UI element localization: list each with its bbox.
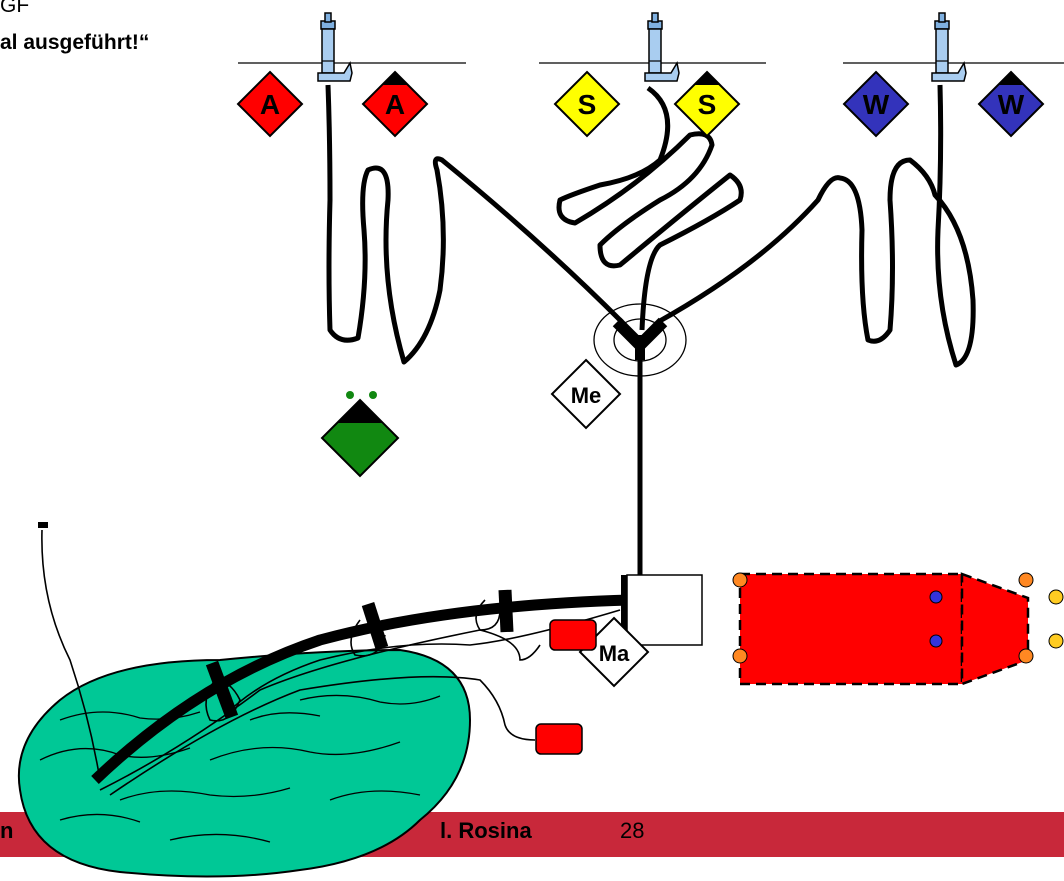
pump-box	[626, 574, 703, 646]
sign-me-label: Me	[571, 383, 602, 408]
sign-a-left: A	[236, 70, 304, 138]
footer-author: l. Rosina	[440, 818, 532, 843]
sign-w-right: W	[977, 70, 1045, 138]
sign-s-left: S	[553, 70, 621, 138]
footer-left-text: n	[0, 818, 14, 843]
pond-ripples	[39, 694, 441, 843]
sign-s-right: S	[673, 70, 741, 138]
hose-s	[556, 85, 744, 331]
sign-me: Me	[550, 358, 622, 430]
header-line-2: al ausgeführt!“	[0, 31, 150, 54]
hydrant-s	[644, 12, 680, 82]
water-source-pond	[17, 648, 472, 878]
page-number: 28	[620, 818, 645, 843]
header-line-1: GF	[0, 0, 30, 17]
sign-ma-label: Ma	[599, 641, 630, 666]
sign-w-left: W	[842, 70, 910, 138]
sign-s-right-label: S	[698, 89, 717, 120]
sign-ma: Ma	[578, 616, 650, 688]
suction-hose	[91, 594, 631, 784]
red-box-upper	[549, 619, 597, 651]
sign-w-right-label: W	[998, 89, 1025, 120]
suction-rope-lines	[41, 529, 621, 796]
fire-vehicle	[732, 572, 1064, 686]
red-box-lower	[535, 723, 583, 755]
sign-s-left-label: S	[578, 89, 597, 120]
hose-a	[325, 84, 624, 365]
hose-w	[656, 84, 976, 368]
sign-w-left-label: W	[863, 89, 890, 120]
sign-a-right: A	[361, 70, 429, 138]
sign-a-right-label: A	[385, 89, 405, 120]
hydrant-w	[931, 12, 967, 82]
strainer-flag	[38, 522, 48, 528]
sign-a-left-label: A	[260, 89, 280, 120]
hydrant-a	[317, 12, 353, 82]
suction-couplings	[205, 589, 514, 720]
sign-green	[320, 391, 400, 478]
distributor	[593, 303, 687, 377]
